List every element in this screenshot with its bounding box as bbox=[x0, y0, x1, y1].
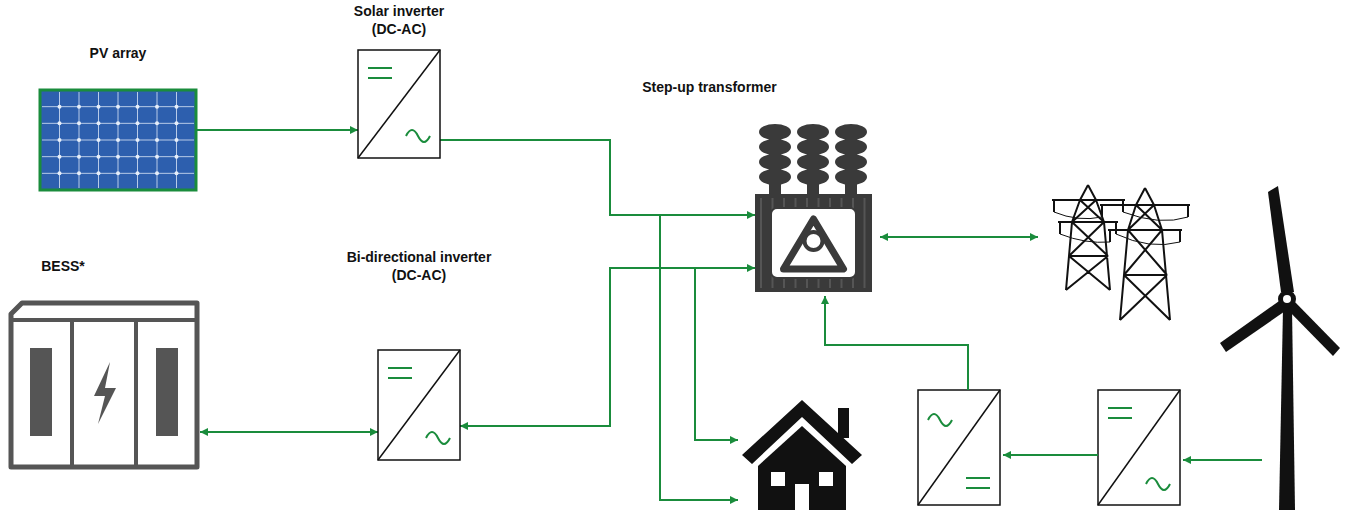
turbine-blade bbox=[1220, 299, 1291, 352]
wire-turbine bbox=[1183, 459, 1262, 461]
tower-left bbox=[1052, 185, 1125, 290]
power-connector bbox=[460, 268, 755, 426]
battery-storage: BESS* bbox=[8, 300, 200, 470]
house-window bbox=[771, 472, 785, 486]
node-label-group: Solar inverter (DC-AC) bbox=[340, 2, 458, 38]
wires bbox=[660, 215, 1262, 500]
house-door bbox=[795, 484, 809, 510]
node-label: Bi-directional inverter (DC-AC) bbox=[330, 248, 508, 284]
turbine-tower bbox=[1279, 308, 1295, 510]
ac-symbol bbox=[426, 432, 450, 444]
turbine-blade bbox=[1284, 300, 1340, 356]
node-label: Step-up transformer bbox=[620, 78, 800, 96]
house-icon bbox=[742, 400, 862, 510]
transformer-icon bbox=[755, 124, 872, 292]
battery-cabinet bbox=[11, 303, 197, 467]
house-body bbox=[758, 426, 846, 510]
node-label: PV array bbox=[63, 44, 173, 62]
bidirectional-inverter: Bi-directional inverter (DC-AC) bbox=[378, 350, 460, 460]
node-label-group: Bi-directional inverter (DC-AC) bbox=[330, 248, 508, 284]
power-cables bbox=[1054, 212, 1188, 245]
bidirectional-inverter-shape bbox=[378, 350, 460, 460]
node-label: BESS* bbox=[23, 257, 103, 275]
turbine-blade bbox=[1268, 186, 1294, 292]
pv-cells bbox=[42, 92, 194, 188]
turbine-hub bbox=[1278, 290, 1296, 308]
ac-dc-converter bbox=[918, 390, 1000, 505]
step-up-transformer-shape bbox=[755, 122, 872, 292]
wire-grid bbox=[880, 236, 1038, 238]
dc-symbol bbox=[368, 68, 392, 78]
dc-symbol bbox=[388, 368, 412, 378]
wind-turbine bbox=[1220, 186, 1340, 510]
pv-panel bbox=[40, 90, 196, 190]
inverter-box bbox=[378, 350, 460, 460]
node-label-group: BESS* bbox=[23, 257, 103, 275]
transmission-towers bbox=[1052, 185, 1190, 320]
inverter-box bbox=[358, 50, 440, 158]
battery-storage-shape bbox=[8, 300, 200, 470]
wire-wind-to-transformer bbox=[825, 296, 968, 390]
inverter-diagonal bbox=[358, 50, 440, 158]
solar-inverter: Solar inverter (DC-AC) bbox=[358, 50, 440, 158]
power-connector bbox=[440, 140, 755, 215]
power-connector bbox=[196, 129, 358, 131]
house-chimney bbox=[838, 408, 849, 438]
dc-ac-converter bbox=[1098, 390, 1180, 505]
ac-symbol bbox=[406, 130, 430, 142]
solar-inverter-shape bbox=[358, 50, 440, 158]
wire-to-house bbox=[695, 268, 738, 440]
inverter-diagonal bbox=[378, 350, 460, 460]
node-label-group: PV array bbox=[63, 44, 173, 62]
wire-dc-link bbox=[1003, 454, 1098, 456]
wire-to-house bbox=[660, 215, 738, 500]
step-up-transformer: Step-up transformer bbox=[755, 122, 872, 292]
pv-array-shape bbox=[40, 90, 196, 190]
pv-array: PV array bbox=[40, 90, 196, 190]
house-window bbox=[819, 472, 833, 486]
power-connector bbox=[200, 431, 378, 433]
node-label: Solar inverter (DC-AC) bbox=[340, 2, 458, 38]
node-label-group: Step-up transformer bbox=[620, 78, 800, 96]
tower-right bbox=[1100, 188, 1190, 320]
